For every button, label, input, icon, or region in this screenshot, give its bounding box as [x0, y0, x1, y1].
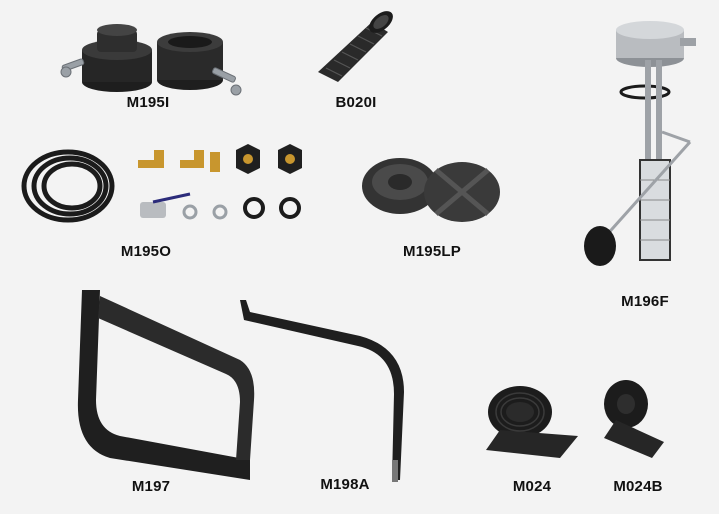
- product-code-m195i: M195I: [126, 94, 170, 111]
- rubber-profile-roll-icon[interactable]: [604, 380, 664, 458]
- rubber-pads-icon[interactable]: [362, 158, 500, 222]
- product-code-m196f: M196F: [621, 293, 669, 310]
- rubber-strip-roll-icon[interactable]: [486, 386, 578, 458]
- product-code-m195o: M195O: [120, 243, 172, 260]
- product-code-m024b: M024B: [613, 478, 663, 495]
- tank-strap-frame-icon[interactable]: [77, 290, 255, 480]
- product-code-m195lp: M195LP: [403, 243, 461, 260]
- tank-strap-icon[interactable]: [240, 300, 404, 482]
- product-code-m198a: M198A: [320, 476, 370, 493]
- fuel-level-sender-icon[interactable]: [584, 21, 696, 266]
- product-code-m024: M024: [512, 478, 552, 495]
- fuel-cap-with-keys-icon[interactable]: [60, 24, 242, 96]
- product-code-b020i: B020I: [335, 94, 377, 111]
- filler-neck-strainer-icon[interactable]: [318, 7, 397, 82]
- fuel-line-fittings-kit-icon[interactable]: [21, 144, 302, 223]
- product-code-m197: M197: [131, 478, 171, 495]
